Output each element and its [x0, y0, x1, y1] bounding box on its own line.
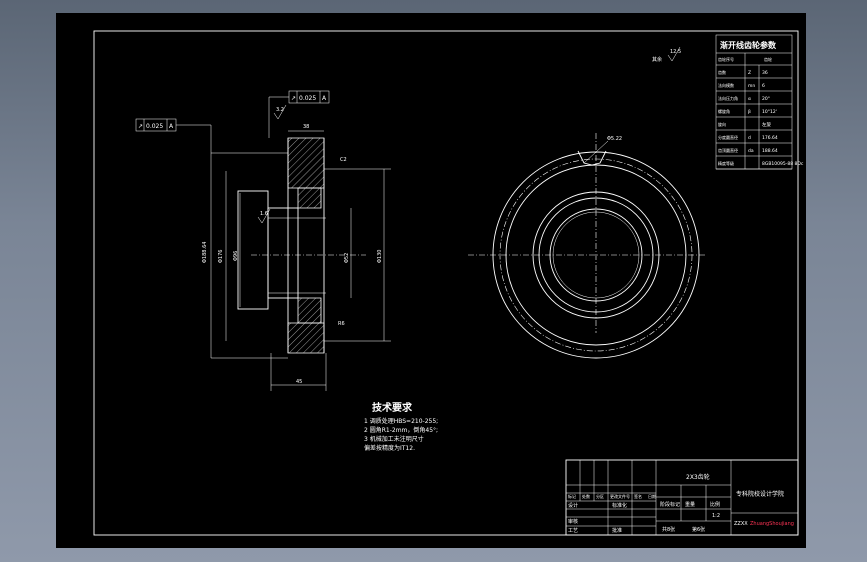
param-name: 精度等级 — [718, 160, 734, 166]
tb-weight: 重量 — [685, 501, 695, 508]
tech-item-4: 偏差按精度为IT12. — [364, 444, 415, 452]
tech-item-3: 3 机械加工未注明尺寸 — [364, 435, 424, 443]
tb-design: 设计 — [568, 502, 578, 509]
dim-right-d1: Φ52 — [344, 253, 350, 263]
svg-text:齿轮序号: 齿轮序号 — [718, 56, 734, 62]
section-view: 38 C2 Φ188.64 Φ176 Φ96 Φ52 Φ130 45 R6 1.… — [135, 90, 391, 391]
param-name: 法向模数 — [718, 82, 734, 88]
dim-top-width: 38 — [303, 124, 309, 130]
tech-title: 技术要求 — [372, 401, 413, 414]
hub-circle-outer — [532, 191, 660, 319]
gear-params-table: 渐开线齿轮参数 齿轮序号 齿轮 齿数 Z 36 法向模数 mn 6 法向压力角 α 20° 螺旋角… — [715, 34, 804, 170]
param-name: 齿数 — [718, 69, 726, 75]
tolerance-frame-2: ↗ 0.025 A — [135, 118, 212, 153]
dim-left-d1: Φ188.64 — [202, 242, 208, 263]
svg-text:齿轮: 齿轮 — [764, 56, 772, 62]
root-circle — [505, 164, 687, 346]
drawing-canvas: 38 C2 Φ188.64 Φ176 Φ96 Φ52 Φ130 45 R6 1.… — [93, 30, 804, 536]
drawing-sheet: 38 C2 Φ188.64 Φ176 Φ96 Φ52 Φ130 45 R6 1.… — [56, 13, 806, 548]
tb-craft: 工艺 — [568, 528, 578, 534]
pitch-circle — [499, 158, 693, 352]
svg-text:签名: 签名 — [634, 493, 642, 499]
param-sym: β — [748, 109, 751, 115]
svg-text:↗: ↗ — [291, 95, 296, 102]
param-name: 螺旋角 — [718, 108, 730, 114]
tb-scale: 比例 — [710, 501, 720, 508]
dim-side-label: R6 — [338, 321, 345, 327]
param-sym: da — [748, 148, 754, 154]
param-name: 法向压力角 — [718, 95, 738, 101]
dim-right-d2: Φ130 — [377, 250, 383, 263]
tooth-label: Φ5.22 — [607, 136, 622, 142]
school-name: 专科院校设计学院 — [736, 490, 784, 498]
web-bottom-hatch — [297, 297, 322, 324]
dim-chamfer: C2 — [340, 157, 347, 163]
param-val: 10°12' — [762, 109, 777, 115]
svg-text:分区: 分区 — [596, 493, 604, 499]
front-view: Φ5.22 — [468, 133, 706, 359]
bore-outline — [267, 207, 299, 299]
roughness-symbol-bore — [257, 208, 271, 224]
tb-sheets: 共8张 — [662, 526, 675, 533]
param-sym: d — [748, 135, 751, 141]
param-val: 8GB10095-88 8Dc — [762, 161, 804, 167]
param-sym: α — [748, 97, 751, 102]
svg-text:更改文件号: 更改文件号 — [610, 493, 630, 499]
drawing-name: 2X3齿轮 — [686, 473, 710, 481]
param-val: 6 — [762, 83, 765, 89]
svg-text:A: A — [322, 95, 327, 102]
param-val: 36 — [762, 70, 768, 76]
svg-text:A: A — [169, 123, 174, 130]
svg-text:其余: 其余 — [652, 56, 662, 63]
roughness-top: 3.2 — [276, 107, 284, 113]
general-roughness-value: 12.5 — [670, 49, 681, 55]
tolerance-frame-1: ↗ 0.025 A — [268, 90, 330, 138]
tech-requirements: 技术要求 1 调质处理HBS=210-255; 2 圆角R1-2mm，倒角45°… — [364, 401, 438, 452]
tb-scale-value: 1:2 — [712, 513, 720, 519]
param-sym: mn — [748, 84, 755, 89]
svg-text:日期: 日期 — [648, 493, 656, 499]
svg-text:0.025: 0.025 — [146, 123, 163, 130]
param-sym: Z — [748, 70, 751, 76]
tb-code: ZZXX — [734, 521, 748, 527]
hub-outline — [237, 190, 269, 310]
param-val: 20° — [762, 96, 770, 102]
tb-standardize: 标准化 — [612, 502, 627, 509]
tb-stage: 阶段标记 — [660, 501, 680, 508]
tooth-profile — [577, 150, 607, 166]
rim-bottom-hatch — [287, 322, 325, 354]
rim-top-hatch — [287, 137, 325, 189]
param-val: 176.64 — [762, 135, 778, 141]
tb-approve: 批准 — [612, 527, 622, 534]
param-name: 齿顶圆直径 — [718, 147, 738, 153]
hub-circle-2 — [538, 197, 654, 313]
svg-text:0.025: 0.025 — [299, 95, 316, 102]
roughness-bore: 1.6 — [260, 211, 268, 217]
web-top-hatch — [297, 187, 322, 209]
tech-item-2: 2 圆角R1-2mm，倒角45°; — [364, 426, 438, 434]
tb-watermark: ZhuangShoujiang — [750, 521, 794, 527]
bore-chamfer-circle — [552, 211, 640, 299]
param-name: 旋向 — [718, 121, 726, 127]
dim-left-d2: Φ176 — [218, 250, 224, 263]
params-title: 渐开线齿轮参数 — [720, 40, 777, 50]
svg-text:处数: 处数 — [582, 493, 590, 499]
dim-left-d3: Φ96 — [233, 251, 239, 261]
param-name: 分度圆直径 — [718, 134, 738, 140]
inner-frame — [93, 30, 799, 536]
tb-review: 审核 — [568, 518, 578, 525]
param-val: 左旋 — [762, 121, 771, 128]
svg-text:标记: 标记 — [568, 493, 576, 499]
dim-bottom-width: 45 — [296, 379, 302, 385]
general-roughness: 其余 12.5 — [652, 46, 681, 63]
roughness-symbol-top — [273, 104, 287, 120]
param-val: 188.64 — [762, 148, 778, 154]
title-block: 2X3齿轮 专科院校设计学院 标记 处数 分区 更改文件号 签名 日期 设计 标… — [565, 459, 799, 536]
svg-text:↗: ↗ — [138, 123, 143, 130]
tech-item-1: 1 调质处理HBS=210-255; — [364, 417, 438, 425]
bore-circle — [549, 208, 643, 302]
tb-sheet-no: 第6张 — [692, 526, 705, 533]
